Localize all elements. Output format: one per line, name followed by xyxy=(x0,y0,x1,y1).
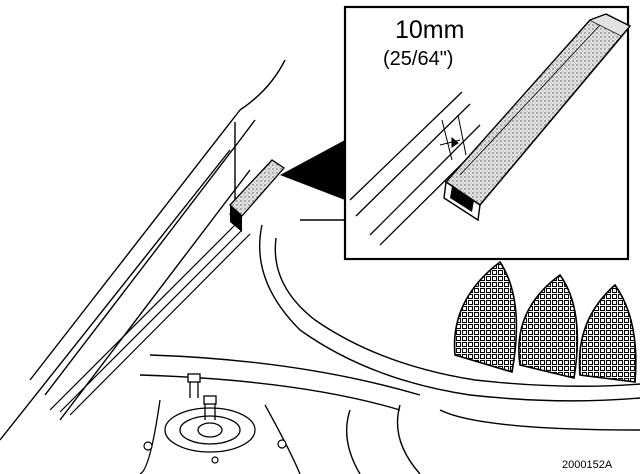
strut-mount xyxy=(139,373,301,474)
foam-strip-installed xyxy=(229,159,285,232)
vent-grilles xyxy=(453,260,637,383)
dimension-imperial-label: (25/64") xyxy=(383,48,453,70)
seal-channel xyxy=(49,224,251,416)
dimension-metric-label: 10mm xyxy=(395,16,464,44)
callout-inset xyxy=(343,5,632,261)
callout-leader xyxy=(280,140,345,200)
inner-body-structure xyxy=(139,219,640,474)
figure-id-label: 2000152A xyxy=(562,459,613,471)
strut-bolts xyxy=(143,439,287,464)
body-panel-edge xyxy=(0,59,286,441)
